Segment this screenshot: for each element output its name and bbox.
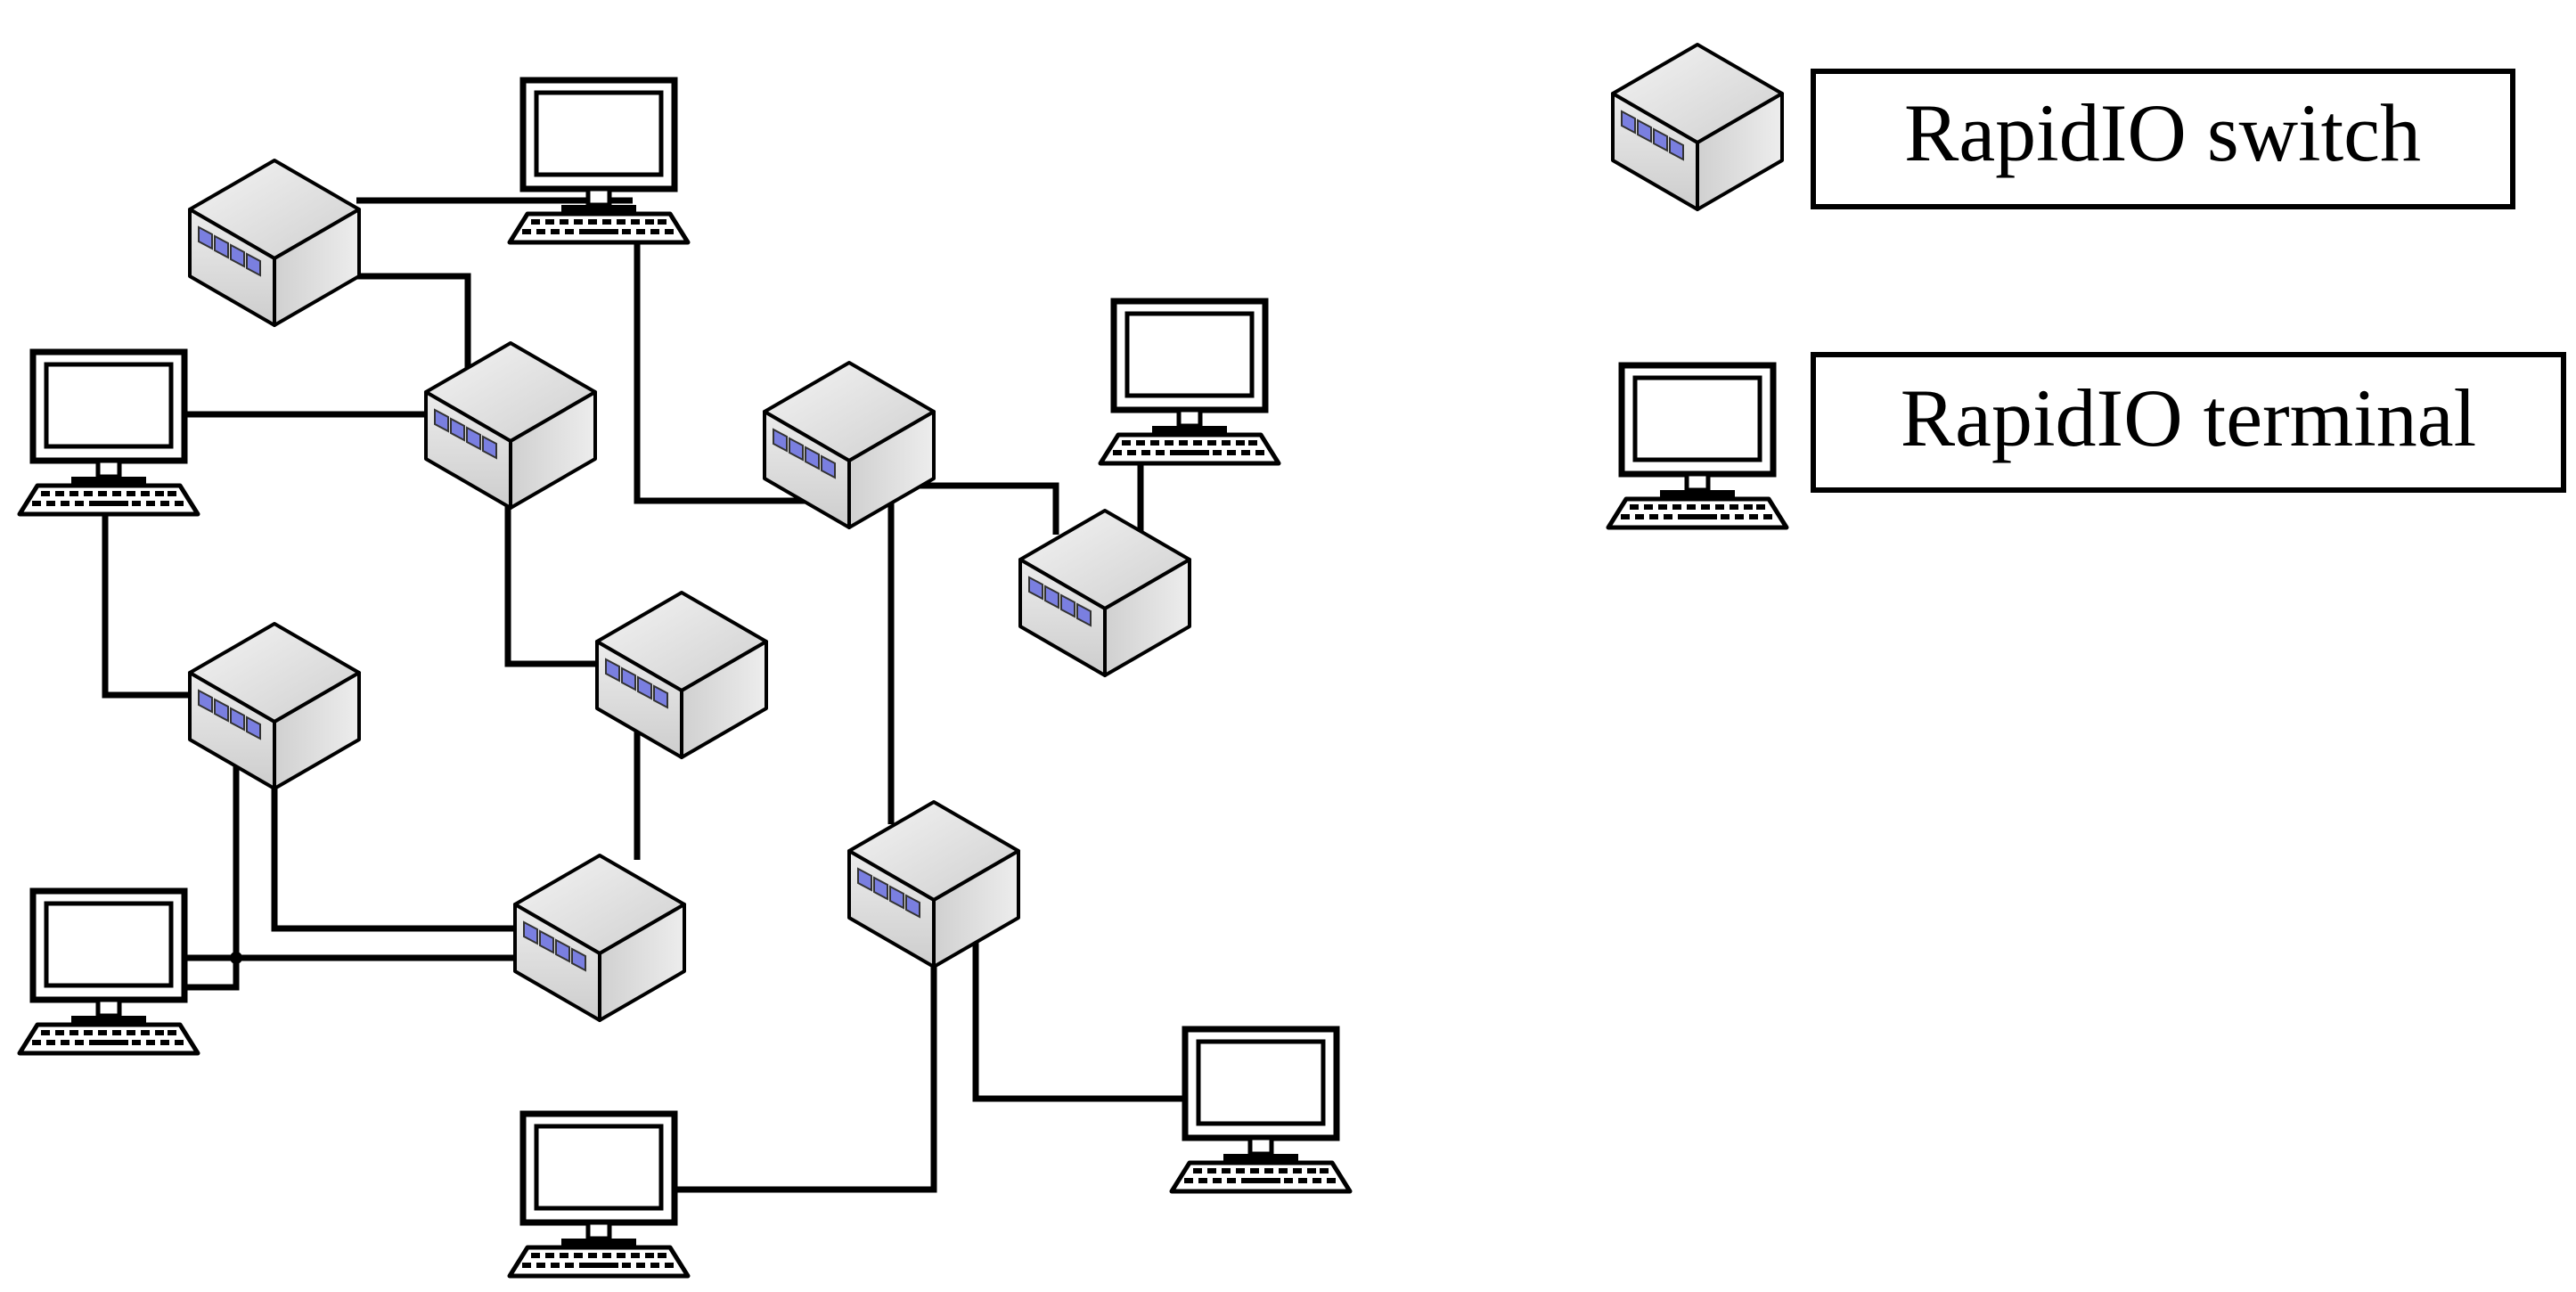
terminal-icon <box>20 891 198 1053</box>
switch-icon <box>424 341 597 510</box>
junction-dot <box>230 952 242 964</box>
legend-switch-label: RapidIO switch <box>1904 87 2421 178</box>
link-switch1-switch2 <box>330 273 471 370</box>
legend-terminal-entry: RapidIO terminal <box>1608 352 2566 527</box>
link-switch9-terminal6 <box>972 922 1185 1102</box>
link-switch2-switch4 <box>504 486 601 667</box>
link-terminal2-switch3 <box>102 499 192 699</box>
legend: RapidIO switch RapidIO terminal <box>1608 43 2566 527</box>
link-switch5-switch6 <box>891 482 1059 535</box>
switch-icon <box>1018 509 1191 677</box>
legend-terminal-label: RapidIO terminal <box>1901 372 2476 463</box>
switch-icon <box>188 622 361 790</box>
terminal-icon <box>1100 301 1279 463</box>
legend-switch-entry: RapidIO switch <box>1611 43 2515 211</box>
link-switch3-terminal5 <box>183 766 240 991</box>
link-switch3-switch8 <box>271 766 521 932</box>
legend-terminal-icon <box>1608 365 1787 527</box>
legend-switch-icon <box>1611 43 1784 211</box>
switch-icon <box>847 800 1020 969</box>
terminal-icon <box>510 80 688 242</box>
link-terminal1-switch5 <box>634 227 851 504</box>
terminal-icon <box>510 1114 688 1276</box>
switches <box>188 159 1191 1022</box>
terminal-icon <box>20 352 198 514</box>
switch-icon <box>513 854 686 1022</box>
legend-switch-box <box>1811 69 2515 209</box>
switch-icon <box>595 591 768 759</box>
legend-terminal-box <box>1811 352 2566 493</box>
link-switch9-terminal7 <box>677 940 937 1193</box>
switch-icon <box>188 159 361 327</box>
terminal-icon <box>1172 1029 1350 1191</box>
